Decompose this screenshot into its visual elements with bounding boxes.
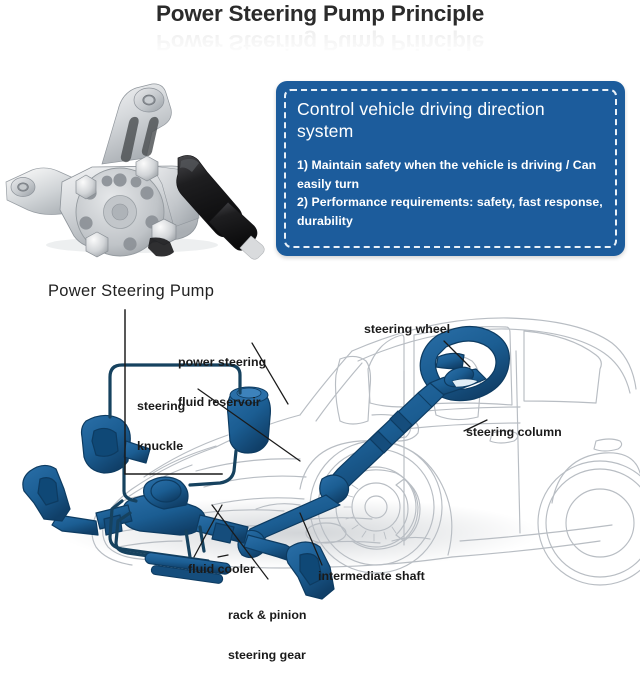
title-block: Power Steering Pump Principle Power Stee…	[0, 0, 640, 60]
info-card-body: 1) Maintain safety when the vehicle is d…	[297, 156, 604, 231]
info-card-heading: Control vehicle driving direction system	[297, 99, 545, 142]
page-title: Power Steering Pump Principle	[155, 1, 485, 26]
label-fluid-cooler: fluid cooler	[188, 562, 255, 576]
label-intermediate-shaft: intermediate shaft	[318, 569, 425, 583]
label-rack-and-pinion-steering-gear: rack & pinion steering gear	[228, 583, 307, 675]
info-card-line-2: 2) Performance requirements: safety, fas…	[297, 195, 603, 229]
label-steering-knuckle: steering knuckle	[137, 374, 185, 466]
info-card: Control vehicle driving direction system…	[276, 81, 625, 256]
info-card-line-1: 1) Maintain safety when the vehicle is d…	[297, 157, 597, 191]
steering-system-diagram	[0, 265, 640, 619]
label-steering-column: steering column	[466, 425, 562, 439]
label-line-2: fluid reservoir	[178, 394, 261, 409]
label-line-1: rack & pinion	[228, 608, 307, 623]
label-line-2: steering gear	[228, 647, 306, 662]
label-line-1: power steering	[178, 355, 267, 370]
label-steering-wheel: steering wheel	[364, 322, 451, 336]
info-card-dashed-border: Control vehicle driving direction system…	[284, 89, 617, 248]
label-line-2: knuckle	[137, 438, 184, 453]
callout-power-steering-pump: Power Steering Pump	[48, 282, 215, 300]
power-steering-pump-photo	[2, 62, 268, 262]
page-title-reflection: Power Steering Pump Principle	[155, 30, 485, 55]
label-line-1: steering	[137, 399, 186, 414]
label-power-steering-fluid-reservoir: power steering fluid reservoir	[178, 330, 266, 422]
